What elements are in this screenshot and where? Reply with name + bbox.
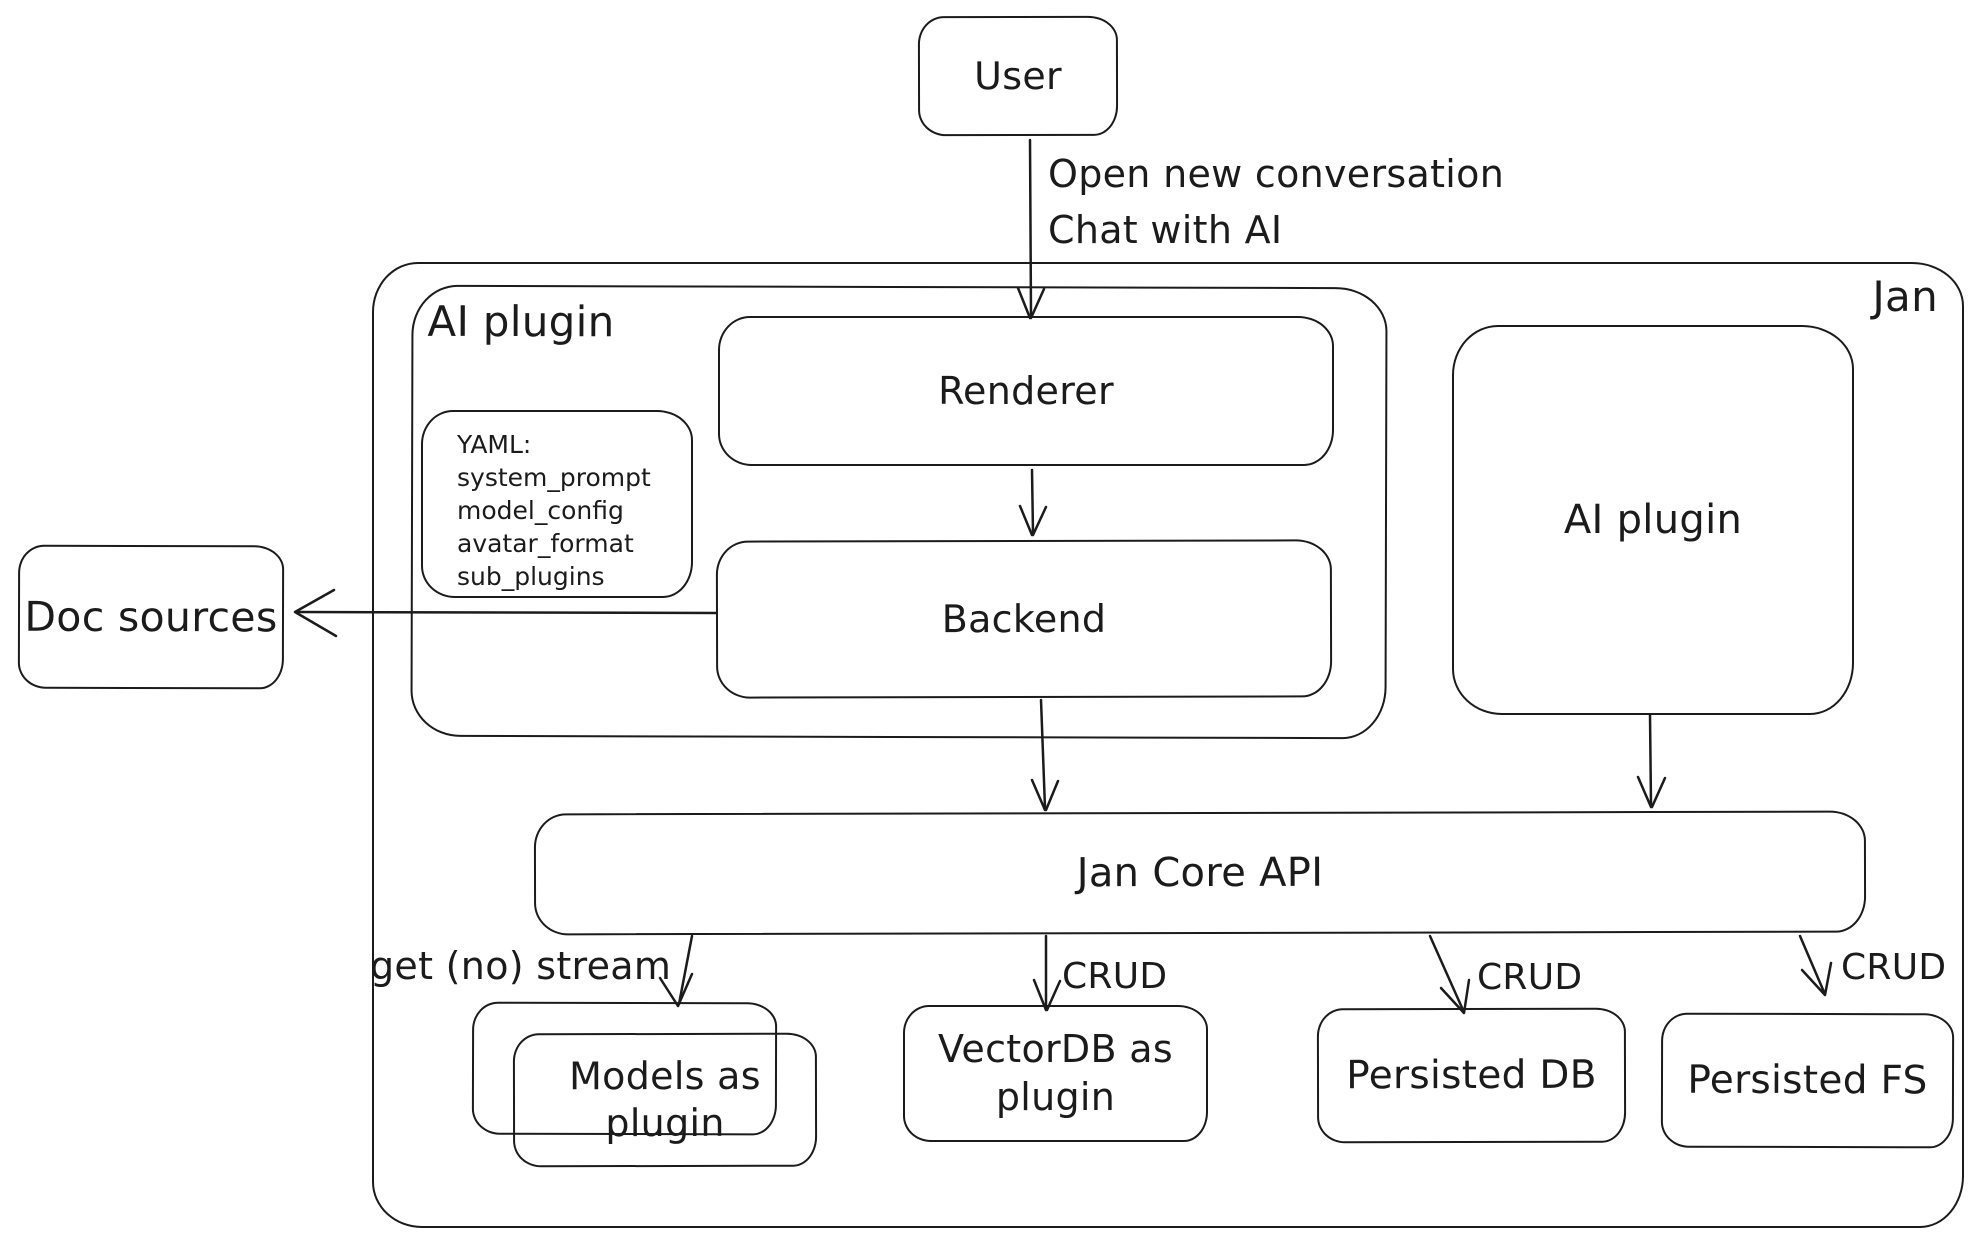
edge-label-crud-persisted-fs: CRUD bbox=[1841, 947, 1947, 988]
edge-label-user-to-renderer: Open new conversation Chat with AI bbox=[1048, 146, 1504, 258]
node-vectordb-as-plugin: VectorDB as plugin bbox=[903, 1005, 1208, 1142]
node-yaml-note: YAML: system_prompt model_config avatar_… bbox=[421, 410, 693, 598]
node-backend: Backend bbox=[715, 539, 1333, 699]
container-jan: Jan bbox=[372, 262, 1964, 1228]
node-doc-sources: Doc sources bbox=[17, 544, 285, 690]
node-renderer-label: Renderer bbox=[938, 369, 1114, 413]
node-models-as-plugin-label: Models as plugin bbox=[569, 1053, 761, 1146]
node-vectordb-as-plugin-label: VectorDB as plugin bbox=[938, 1027, 1173, 1119]
edge-label-get-no-stream: get (no) stream bbox=[370, 944, 672, 988]
container-ai-plugin-left-label: AI plugin bbox=[427, 296, 615, 347]
node-user: User bbox=[917, 15, 1119, 137]
node-ai-plugin-right: AI plugin bbox=[1452, 325, 1854, 715]
yaml-note-line: avatar_format bbox=[457, 529, 634, 558]
node-persisted-fs: Persisted FS bbox=[1660, 1012, 1955, 1149]
node-ai-plugin-right-label: AI plugin bbox=[1563, 497, 1743, 543]
node-renderer: Renderer bbox=[718, 316, 1334, 466]
yaml-note-line: model_config bbox=[457, 496, 624, 525]
yaml-note-line: sub_plugins bbox=[457, 562, 605, 591]
yaml-note-title: YAML: bbox=[457, 430, 532, 459]
node-user-label: User bbox=[974, 53, 1062, 99]
node-doc-sources-label: Doc sources bbox=[24, 592, 278, 642]
node-models-as-plugin: Models as plugin bbox=[512, 1032, 818, 1168]
edge-label-crud-persisted-db: CRUD bbox=[1477, 957, 1583, 998]
node-jan-core-api-label: Jan Core API bbox=[1076, 849, 1324, 897]
container-jan-label: Jan bbox=[1872, 272, 1938, 321]
edge-label-crud-vectordb: CRUD bbox=[1062, 956, 1168, 997]
edge-label-open-conversation: Open new conversation bbox=[1048, 152, 1505, 196]
node-jan-core-api: Jan Core API bbox=[533, 810, 1867, 936]
node-backend-label: Backend bbox=[941, 596, 1107, 642]
node-persisted-db-label: Persisted DB bbox=[1346, 1052, 1597, 1099]
edge-label-chat-with-ai: Chat with AI bbox=[1048, 208, 1283, 252]
node-persisted-db: Persisted DB bbox=[1316, 1007, 1627, 1144]
yaml-note-line: system_prompt bbox=[457, 463, 651, 492]
node-persisted-fs-label: Persisted FS bbox=[1687, 1057, 1928, 1104]
